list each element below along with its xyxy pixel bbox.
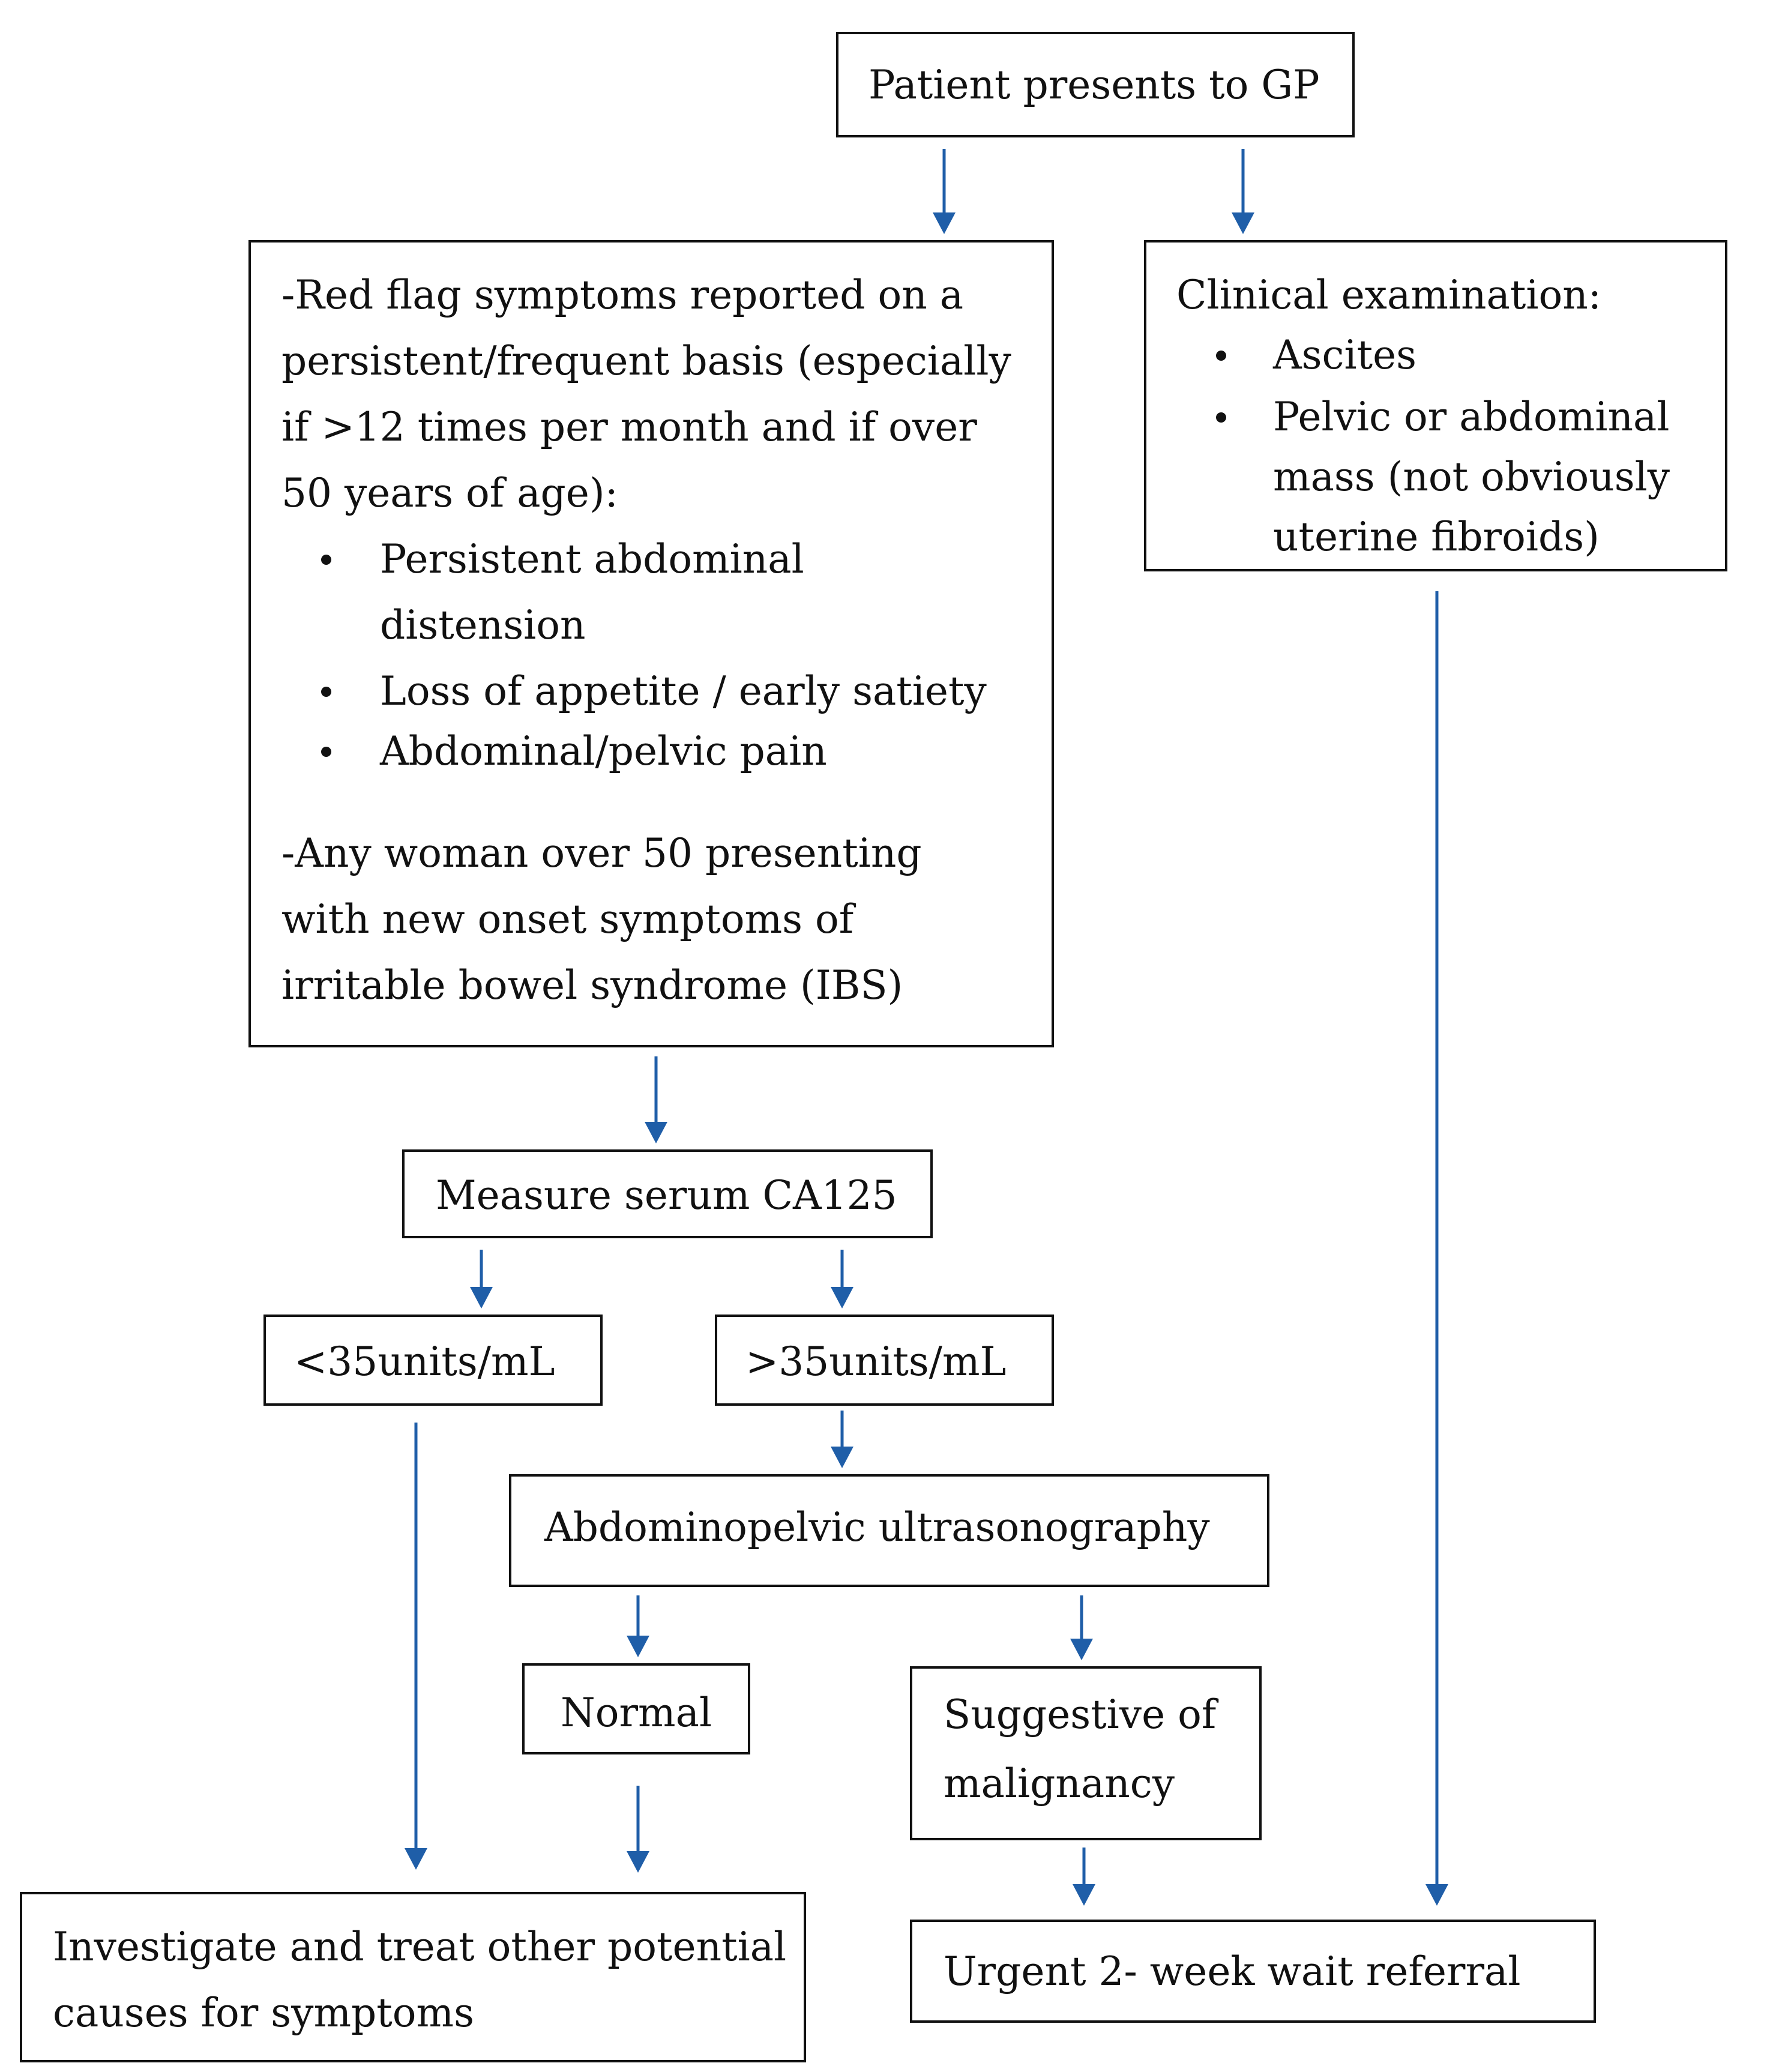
node-referral-label: Urgent 2- week wait referral: [944, 1948, 1521, 1995]
arrow-ultrasound-to-malignancy: [1070, 1595, 1093, 1660]
node-low-ca125: <35units/mL: [263, 1315, 603, 1406]
arrow-low-to-investigate: [405, 1423, 427, 1870]
arrow-ca125-to-high: [831, 1250, 853, 1309]
red-flags-outro-line-3: irritable bowel syndrome (IBS): [281, 962, 903, 1008]
arrow-high-to-ultrasound-head: [831, 1447, 853, 1468]
clinical-exam-heading: Clinical examination:: [1176, 272, 1602, 318]
arrow-normal-to-investigate: [627, 1786, 649, 1873]
arrow-ultrasound-to-malignancy-head: [1070, 1639, 1093, 1660]
arrow-red-flags-to-ca125: [645, 1056, 667, 1143]
node-ca125: Measure serum CA125: [402, 1149, 933, 1238]
node-ca125-label: Measure serum CA125: [436, 1172, 897, 1218]
arrow-start-to-clinical-exam: [1232, 149, 1254, 234]
bullet-dot: [321, 687, 331, 697]
clinical-exam-item-2-line-1: Pelvic or abdominal: [1273, 394, 1670, 440]
arrow-low-to-investigate-head: [405, 1848, 427, 1870]
node-high-ca125: >35units/mL: [715, 1315, 1054, 1406]
arrow-start-to-clinical-exam-head: [1232, 212, 1254, 234]
arrow-start-to-red-flags: [933, 149, 956, 234]
node-high-ca125-label: >35units/mL: [745, 1339, 1007, 1385]
clinical-exam-item-2-line-2: mass (not obviously: [1273, 454, 1670, 500]
bullet-dot: [321, 555, 331, 565]
clinical-exam-item-1: Ascites: [1273, 332, 1417, 378]
arrow-ca125-to-low-head: [470, 1287, 493, 1309]
red-flag-item-2: Loss of appetite / early satiety: [380, 668, 987, 714]
node-malignancy-line-2: malignancy: [944, 1760, 1175, 1807]
arrow-normal-to-investigate-head: [627, 1851, 649, 1873]
arrow-clinical-exam-to-referral-head: [1425, 1884, 1448, 1906]
bullet-dot: [1216, 351, 1226, 361]
arrow-start-to-red-flags-head: [933, 212, 956, 234]
node-start-label: Patient presents to GP: [868, 62, 1320, 108]
node-investigate-line-2: causes for symptoms: [53, 1990, 474, 2036]
node-ultrasound-label: Abdominopelvic ultrasonography: [544, 1504, 1210, 1550]
node-investigate: Investigate and treat other potential ca…: [20, 1892, 806, 2062]
arrow-clinical-exam-to-referral: [1425, 591, 1448, 1906]
red-flags-intro-line-2: persistent/frequent basis (especially: [281, 338, 1011, 384]
red-flag-item-1-line-1: Persistent abdominal: [380, 536, 804, 582]
bullet-dot: [1216, 412, 1226, 423]
clinical-exam-item-2-line-3: uterine fibroids): [1273, 514, 1600, 560]
node-ultrasound: Abdominopelvic ultrasonography: [509, 1474, 1269, 1587]
node-red-flags: -Red flag symptoms reported on a persist…: [248, 240, 1054, 1047]
red-flags-intro-line-4: 50 years of age):: [281, 470, 618, 516]
node-malignancy: Suggestive of malignancy: [910, 1666, 1262, 1840]
red-flags-intro-line-1: -Red flag symptoms reported on a: [281, 272, 964, 318]
node-normal-label: Normal: [561, 1690, 712, 1736]
red-flag-item-3: Abdominal/pelvic pain: [380, 728, 827, 774]
arrow-malignancy-to-referral: [1073, 1848, 1095, 1906]
arrow-ca125-to-high-head: [831, 1287, 853, 1309]
arrow-high-to-ultrasound: [831, 1411, 853, 1468]
red-flags-outro-line-1: -Any woman over 50 presenting: [281, 830, 922, 876]
node-malignancy-line-1: Suggestive of: [944, 1691, 1217, 1738]
node-clinical-exam: Clinical examination: Ascites Pelvic or …: [1144, 240, 1727, 571]
node-investigate-line-1: Investigate and treat other potential: [53, 1924, 787, 1970]
node-referral: Urgent 2- week wait referral: [910, 1920, 1596, 2023]
node-start: Patient presents to GP: [836, 32, 1355, 137]
node-low-ca125-label: <35units/mL: [294, 1339, 555, 1385]
bullet-dot: [321, 747, 331, 757]
arrow-red-flags-to-ca125-head: [645, 1122, 667, 1143]
red-flag-item-1-line-2: distension: [380, 602, 586, 648]
arrow-malignancy-to-referral-head: [1073, 1884, 1095, 1906]
arrow-ultrasound-to-normal: [627, 1595, 649, 1657]
arrow-ca125-to-low: [470, 1250, 493, 1309]
node-normal: Normal: [522, 1663, 750, 1754]
red-flags-outro-line-2: with new onset symptoms of: [281, 896, 854, 942]
arrow-ultrasound-to-normal-head: [627, 1636, 649, 1657]
red-flags-intro-line-3: if >12 times per month and if over: [281, 404, 977, 450]
